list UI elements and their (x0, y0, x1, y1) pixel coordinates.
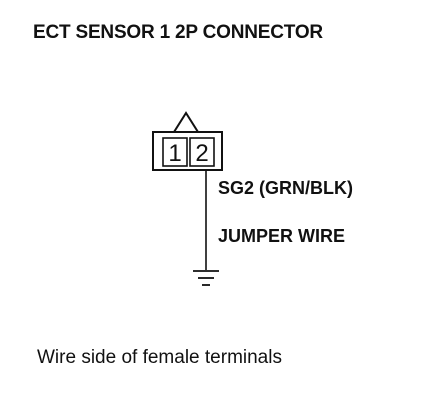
terminal-number-2: 2 (195, 140, 208, 167)
terminal-cell-2 (189, 137, 215, 167)
ground-icon (193, 270, 219, 286)
jumper-wire-label: JUMPER WIRE (218, 226, 346, 246)
wire-color-label: SG2 (GRN/BLK) (218, 178, 353, 198)
diagram-caption: Wire side of female terminals (37, 347, 282, 368)
connector-lock-tab (173, 111, 199, 133)
diagram-title: ECT SENSOR 1 2P CONNECTOR (33, 22, 323, 43)
terminal-number-1: 1 (168, 140, 181, 167)
terminal-cell-1 (162, 137, 188, 167)
